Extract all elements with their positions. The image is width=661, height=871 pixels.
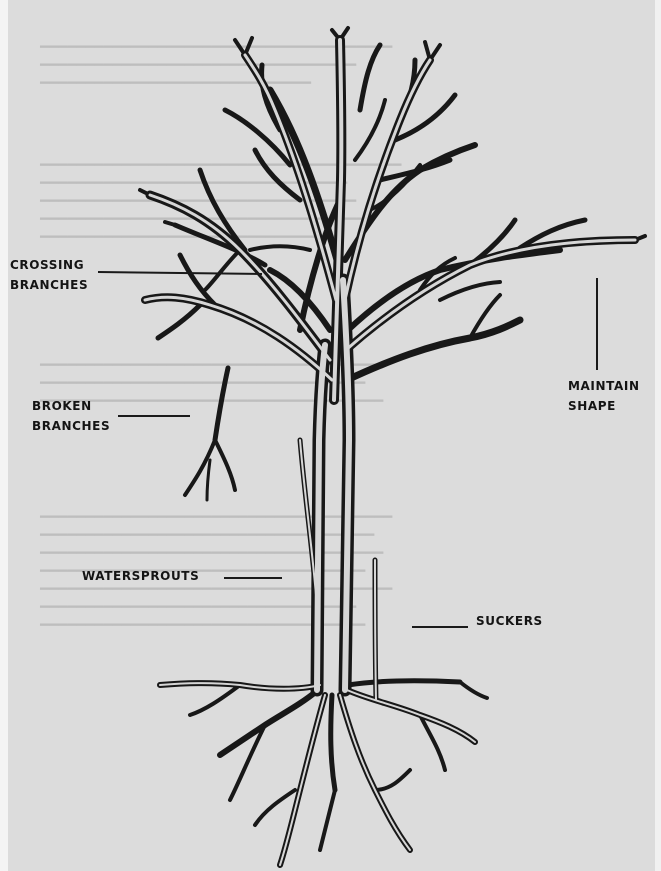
broken-branches-line2: BRANCHES xyxy=(32,416,110,436)
maintain-shape-label: MAINTAIN SHAPE xyxy=(568,376,640,416)
suckers-label: SUCKERS xyxy=(476,611,543,631)
crossing-branches-leader xyxy=(98,272,262,274)
maintain-shape-line2: SHAPE xyxy=(568,396,640,416)
broken-branches-line1: BROKEN xyxy=(32,396,110,416)
crossing-branches-line2: BRANCHES xyxy=(10,275,88,295)
crossing-branches-line1: CROSSING xyxy=(10,255,88,275)
tree-inner xyxy=(145,40,635,865)
crossing-branches-label: CROSSING BRANCHES xyxy=(10,255,88,295)
maintain-shape-line1: MAINTAIN xyxy=(568,376,640,396)
tree-outline xyxy=(140,28,645,865)
broken-branches-label: BROKEN BRANCHES xyxy=(32,396,110,436)
watersprouts-label: WATERSPROUTS xyxy=(82,566,199,586)
